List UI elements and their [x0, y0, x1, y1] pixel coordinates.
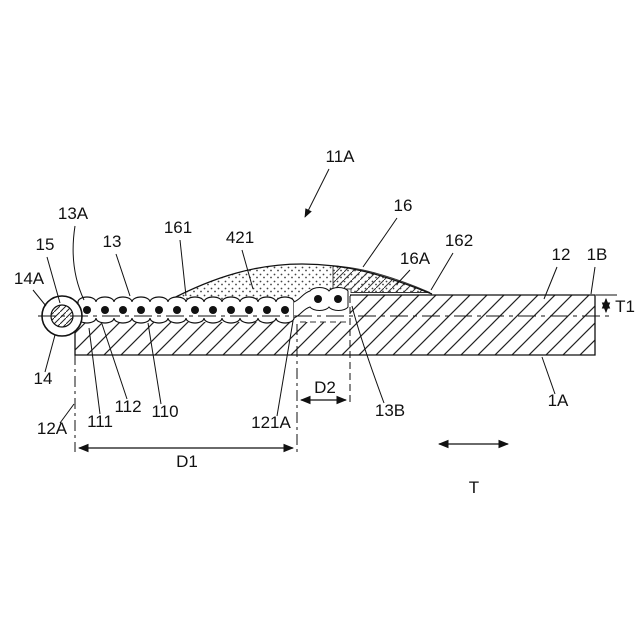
leader-13B — [351, 305, 385, 404]
coil-dot — [334, 295, 342, 303]
leader-16A — [396, 269, 411, 285]
label-16: 16 — [394, 196, 413, 215]
substrate-outline — [74, 294, 596, 356]
leader-110 — [147, 322, 162, 405]
dimensions — [77, 294, 617, 453]
label-T: T — [469, 478, 479, 497]
label-1A: 1A — [548, 391, 569, 410]
coil-dot — [191, 306, 199, 314]
coil-dot — [119, 306, 127, 314]
substrate-body — [75, 295, 595, 355]
label-121A: 121A — [251, 413, 291, 432]
coil-dot — [314, 295, 322, 303]
encapsulant-dome — [167, 263, 433, 302]
label-112: 112 — [114, 397, 141, 416]
label-13A: 13A — [58, 204, 89, 223]
leader-1B — [590, 266, 596, 295]
coil-dot — [101, 306, 109, 314]
label-T1: T1 — [615, 297, 635, 316]
leader-121A — [276, 320, 294, 417]
leader-111 — [88, 327, 101, 415]
label-162: 162 — [445, 231, 473, 250]
coil-dot — [173, 306, 181, 314]
leader-15 — [46, 256, 61, 304]
labels: 11A 13A 15 14A 13 161 421 16 16A 162 12 … — [14, 147, 635, 497]
coil-dot — [155, 306, 163, 314]
label-1B: 1B — [587, 245, 608, 264]
leader-11A-arrow — [304, 168, 330, 218]
coil-dot — [281, 306, 289, 314]
label-D1: D1 — [176, 452, 198, 471]
leader-112 — [101, 323, 128, 400]
coil-dot — [137, 306, 145, 314]
band-left — [77, 296, 295, 324]
leader-162 — [430, 252, 454, 291]
coil-dot — [209, 306, 217, 314]
coil-dot — [263, 306, 271, 314]
label-14: 14 — [34, 369, 53, 388]
leader-161 — [179, 239, 187, 297]
coil-dot — [83, 306, 91, 314]
label-12: 12 — [552, 245, 571, 264]
leader-13 — [115, 253, 131, 297]
leader-13A — [72, 225, 85, 301]
label-D2: D2 — [314, 378, 336, 397]
dome-outline — [167, 263, 433, 302]
coil-dot — [227, 306, 235, 314]
leader-12 — [543, 266, 558, 300]
label-111: 111 — [87, 412, 113, 431]
band-raised-fill — [294, 287, 348, 318]
label-13B: 13B — [375, 401, 405, 420]
dome-hatch-lobe — [332, 265, 431, 293]
centerlines — [38, 296, 612, 452]
label-15: 15 — [36, 235, 55, 254]
leader-14A — [32, 289, 47, 307]
leader-12A — [59, 403, 75, 424]
label-161: 161 — [164, 218, 192, 237]
label-16A: 16A — [400, 249, 431, 268]
label-12A: 12A — [37, 419, 68, 438]
coil-dot — [245, 306, 253, 314]
coil-dots — [83, 295, 342, 314]
label-421: 421 — [226, 228, 254, 247]
label-11A: 11A — [326, 147, 356, 166]
label-14A: 14A — [14, 269, 45, 288]
label-13: 13 — [103, 232, 122, 251]
leader-16 — [362, 217, 398, 268]
label-110: 110 — [151, 402, 178, 421]
leader-14 — [44, 334, 56, 373]
leader-421 — [241, 249, 254, 290]
substrate — [74, 294, 596, 356]
band-raised-outline — [293, 287, 349, 319]
leader-1A — [541, 356, 556, 395]
leader-lines — [32, 168, 596, 424]
